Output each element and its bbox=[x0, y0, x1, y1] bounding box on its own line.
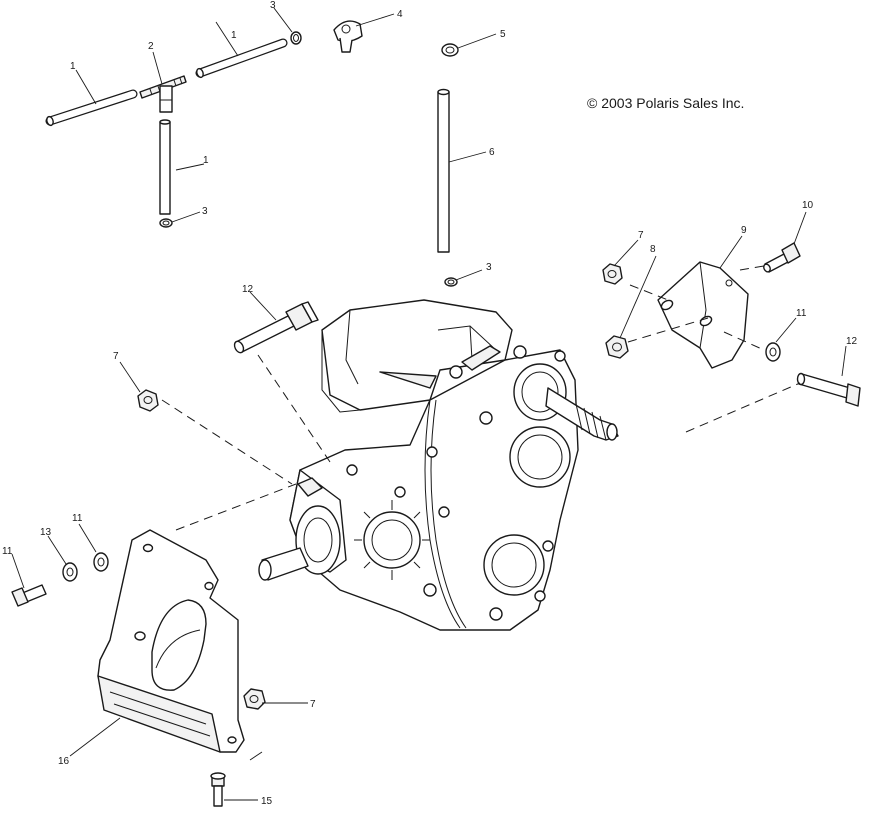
washer-13 bbox=[62, 562, 78, 582]
leader-lines bbox=[11, 7, 847, 801]
bolt-15 bbox=[210, 772, 226, 807]
callout-label: 9 bbox=[741, 225, 747, 236]
callout-label: 2 bbox=[148, 41, 154, 52]
callout-label: 7 bbox=[310, 699, 316, 710]
hose-clamp-top bbox=[290, 31, 302, 45]
callout-label: 15 bbox=[261, 796, 273, 807]
clamp-5 bbox=[441, 43, 459, 57]
callout-label: 1 bbox=[231, 30, 237, 41]
mounting-bracket-9 bbox=[657, 261, 749, 369]
callout-labels: 1 1 1 2 3 3 3 4 5 6 7 7 7 8 9 10 11 11 1… bbox=[2, 0, 858, 807]
bolt-10 bbox=[763, 242, 801, 273]
callout-label: 5 bbox=[500, 29, 506, 40]
nut-8 bbox=[605, 335, 629, 359]
vent-tube-left bbox=[45, 89, 138, 127]
assembly-lines bbox=[161, 265, 801, 531]
callout-label: 4 bbox=[397, 9, 403, 20]
callout-label: 3 bbox=[202, 206, 208, 217]
hose-clamp-left bbox=[159, 218, 173, 228]
callout-label: 11 bbox=[2, 546, 13, 557]
bolt-12-left bbox=[233, 301, 319, 354]
callout-label: 1 bbox=[70, 61, 76, 72]
callout-label: 10 bbox=[802, 200, 814, 211]
callout-label: 12 bbox=[846, 336, 858, 347]
callout-label: 11 bbox=[796, 308, 807, 319]
callout-label: 3 bbox=[486, 262, 492, 273]
callout-label: 13 bbox=[40, 527, 52, 538]
callout-label: 11 bbox=[72, 513, 83, 524]
callout-label: 1 bbox=[203, 155, 209, 166]
callout-label: 12 bbox=[242, 284, 254, 295]
bolt-12-right bbox=[796, 372, 861, 407]
nut-7-left bbox=[137, 389, 159, 412]
callout-label: 6 bbox=[489, 147, 495, 158]
vent-tube-long bbox=[437, 88, 450, 253]
callout-label: 7 bbox=[638, 230, 644, 241]
hose-clip bbox=[333, 20, 363, 53]
callout-label: 3 bbox=[270, 0, 276, 11]
mounting-bracket-16 bbox=[97, 529, 245, 753]
vent-tube-upper bbox=[195, 38, 288, 79]
vent-tube-vertical bbox=[159, 119, 171, 215]
hose-clamp-center bbox=[444, 277, 458, 287]
copyright-notice: © 2003 Polaris Sales Inc. bbox=[587, 95, 744, 111]
nut-7-lower bbox=[243, 688, 266, 710]
transmission-assembly bbox=[258, 299, 619, 631]
washer-11-left bbox=[93, 552, 109, 572]
callout-label: 16 bbox=[58, 756, 70, 767]
nut-7-right bbox=[602, 263, 623, 285]
washer-11-right bbox=[765, 342, 781, 362]
tee-fitting bbox=[139, 75, 187, 113]
callout-label: 7 bbox=[113, 351, 119, 362]
bolt-11-left bbox=[11, 584, 47, 607]
callout-label: 8 bbox=[650, 244, 656, 255]
